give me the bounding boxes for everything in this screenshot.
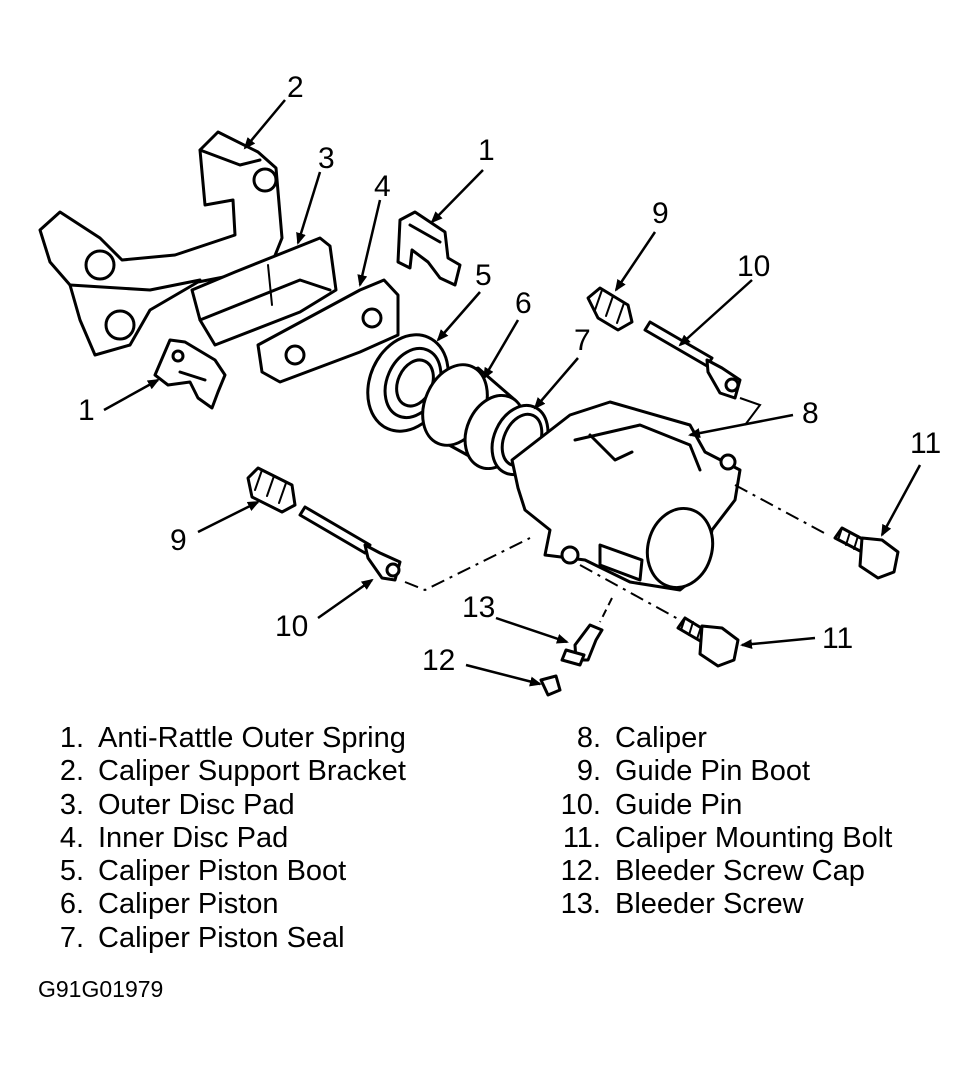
legend-item: 1. Anti-Rattle Outer Spring [52, 722, 406, 755]
caliper-mounting-bolt-lower-part [676, 616, 740, 668]
legend-label: Caliper Support Bracket [98, 755, 406, 788]
caliper-housing-part [510, 400, 742, 592]
exploded-brake-caliper-diagram: 1 2 3 4 1 5 6 7 8 9 10 9 10 11 11 13 12 [38, 71, 941, 697]
callout-5: 5 [475, 259, 492, 292]
legend-number: 8. [576, 722, 601, 754]
legend-label: Caliper Piston Boot [98, 855, 347, 888]
legend-label: Anti-Rattle Outer Spring [98, 722, 406, 754]
callout-3: 3 [318, 142, 335, 175]
bleeder-screw-part [560, 623, 604, 667]
callout-1-lower: 1 [78, 394, 95, 427]
legend-label: Outer Disc Pad [98, 788, 295, 821]
caliper-mounting-bolt-upper-part [833, 526, 900, 580]
callout-9-lower: 9 [170, 524, 187, 557]
callout-10-lower: 10 [275, 610, 308, 643]
legend-label: Caliper Mounting Bolt [615, 821, 893, 854]
legend-label: Bleeder Screw Cap [615, 855, 865, 888]
alignment-lines [404, 397, 829, 623]
callout-2: 2 [287, 71, 304, 104]
callout-4: 4 [374, 170, 391, 203]
legend-number: 7. [59, 921, 84, 954]
legend-number: 3. [59, 788, 84, 821]
legend-label: Caliper Piston Seal [98, 921, 345, 954]
callout-12: 12 [422, 644, 455, 677]
guide-pin-lower-part [298, 505, 402, 582]
callout-6: 6 [515, 287, 532, 320]
figure-code: G91G01979 [38, 976, 164, 1002]
legend-number: 4. [59, 821, 84, 854]
legend-number: 1. [59, 722, 84, 754]
legend-item: 5. Caliper Piston Boot [52, 855, 406, 888]
legend-number: 6. [59, 888, 84, 921]
anti-rattle-spring-upper-part [396, 210, 462, 287]
legend-item: 3. Outer Disc Pad [52, 789, 406, 822]
callout-9-upper: 9 [652, 197, 669, 230]
caliper-support-bracket-part [38, 130, 284, 357]
legend-item: 2. Caliper Support Bracket [52, 755, 406, 788]
legend-item: 8. Caliper [555, 722, 892, 755]
legend-item: 9. Guide Pin Boot [555, 755, 892, 788]
callout-labels: 1 2 3 4 1 5 6 7 8 9 10 9 10 11 11 13 12 [78, 71, 941, 677]
outer-disc-pad-part [190, 236, 338, 347]
legend-number: 2. [59, 755, 84, 788]
callout-7: 7 [574, 324, 591, 357]
legend-number: 9. [576, 755, 601, 788]
legend-label: Caliper [615, 722, 707, 754]
legend-number: 10. [560, 788, 601, 821]
parts-legend-right: 8. Caliper 9. Guide Pin Boot 10. Guide Pin … [555, 722, 893, 922]
guide-pin-upper-part [643, 320, 742, 400]
legend-label: Caliper Piston [98, 888, 279, 921]
legend-item: 10. Guide Pin [555, 789, 892, 822]
leader-arrows [103, 99, 922, 687]
legend-item: 4. Inner Disc Pad [52, 822, 406, 855]
legend-item: 12. Bleeder Screw Cap [555, 855, 892, 888]
inner-disc-pad-part [256, 278, 400, 384]
legend-item: 13. Bleeder Screw [555, 888, 892, 921]
legend-item: 7. Caliper Piston Seal [52, 922, 406, 955]
parts-legend-left: 1. Anti-Rattle Outer Spring 2. Caliper Sup… [52, 722, 406, 955]
bleeder-screw-cap-part [539, 674, 562, 697]
callout-8: 8 [802, 397, 819, 430]
legend-item: 11. Caliper Mounting Bolt [555, 822, 892, 855]
legend-label: Guide Pin Boot [615, 755, 811, 788]
legend-label: Bleeder Screw [615, 888, 804, 921]
legend-number: 12. [560, 855, 601, 888]
guide-pin-boot-upper-part [586, 286, 634, 332]
callout-10-upper: 10 [737, 250, 770, 283]
legend-number: 11. [562, 821, 601, 854]
legend-label: Inner Disc Pad [98, 821, 289, 854]
callout-11-lower: 11 [822, 622, 853, 655]
anti-rattle-spring-lower-part [153, 338, 227, 410]
callout-11-upper: 11 [910, 427, 941, 460]
legend-number: 5. [59, 855, 84, 888]
legend-label: Guide Pin [615, 788, 743, 821]
callout-1-upper: 1 [478, 134, 495, 167]
legend-item: 6. Caliper Piston [52, 888, 406, 921]
guide-pin-boot-lower-part [246, 466, 297, 514]
legend-number: 13. [560, 888, 601, 921]
callout-13: 13 [462, 591, 495, 624]
